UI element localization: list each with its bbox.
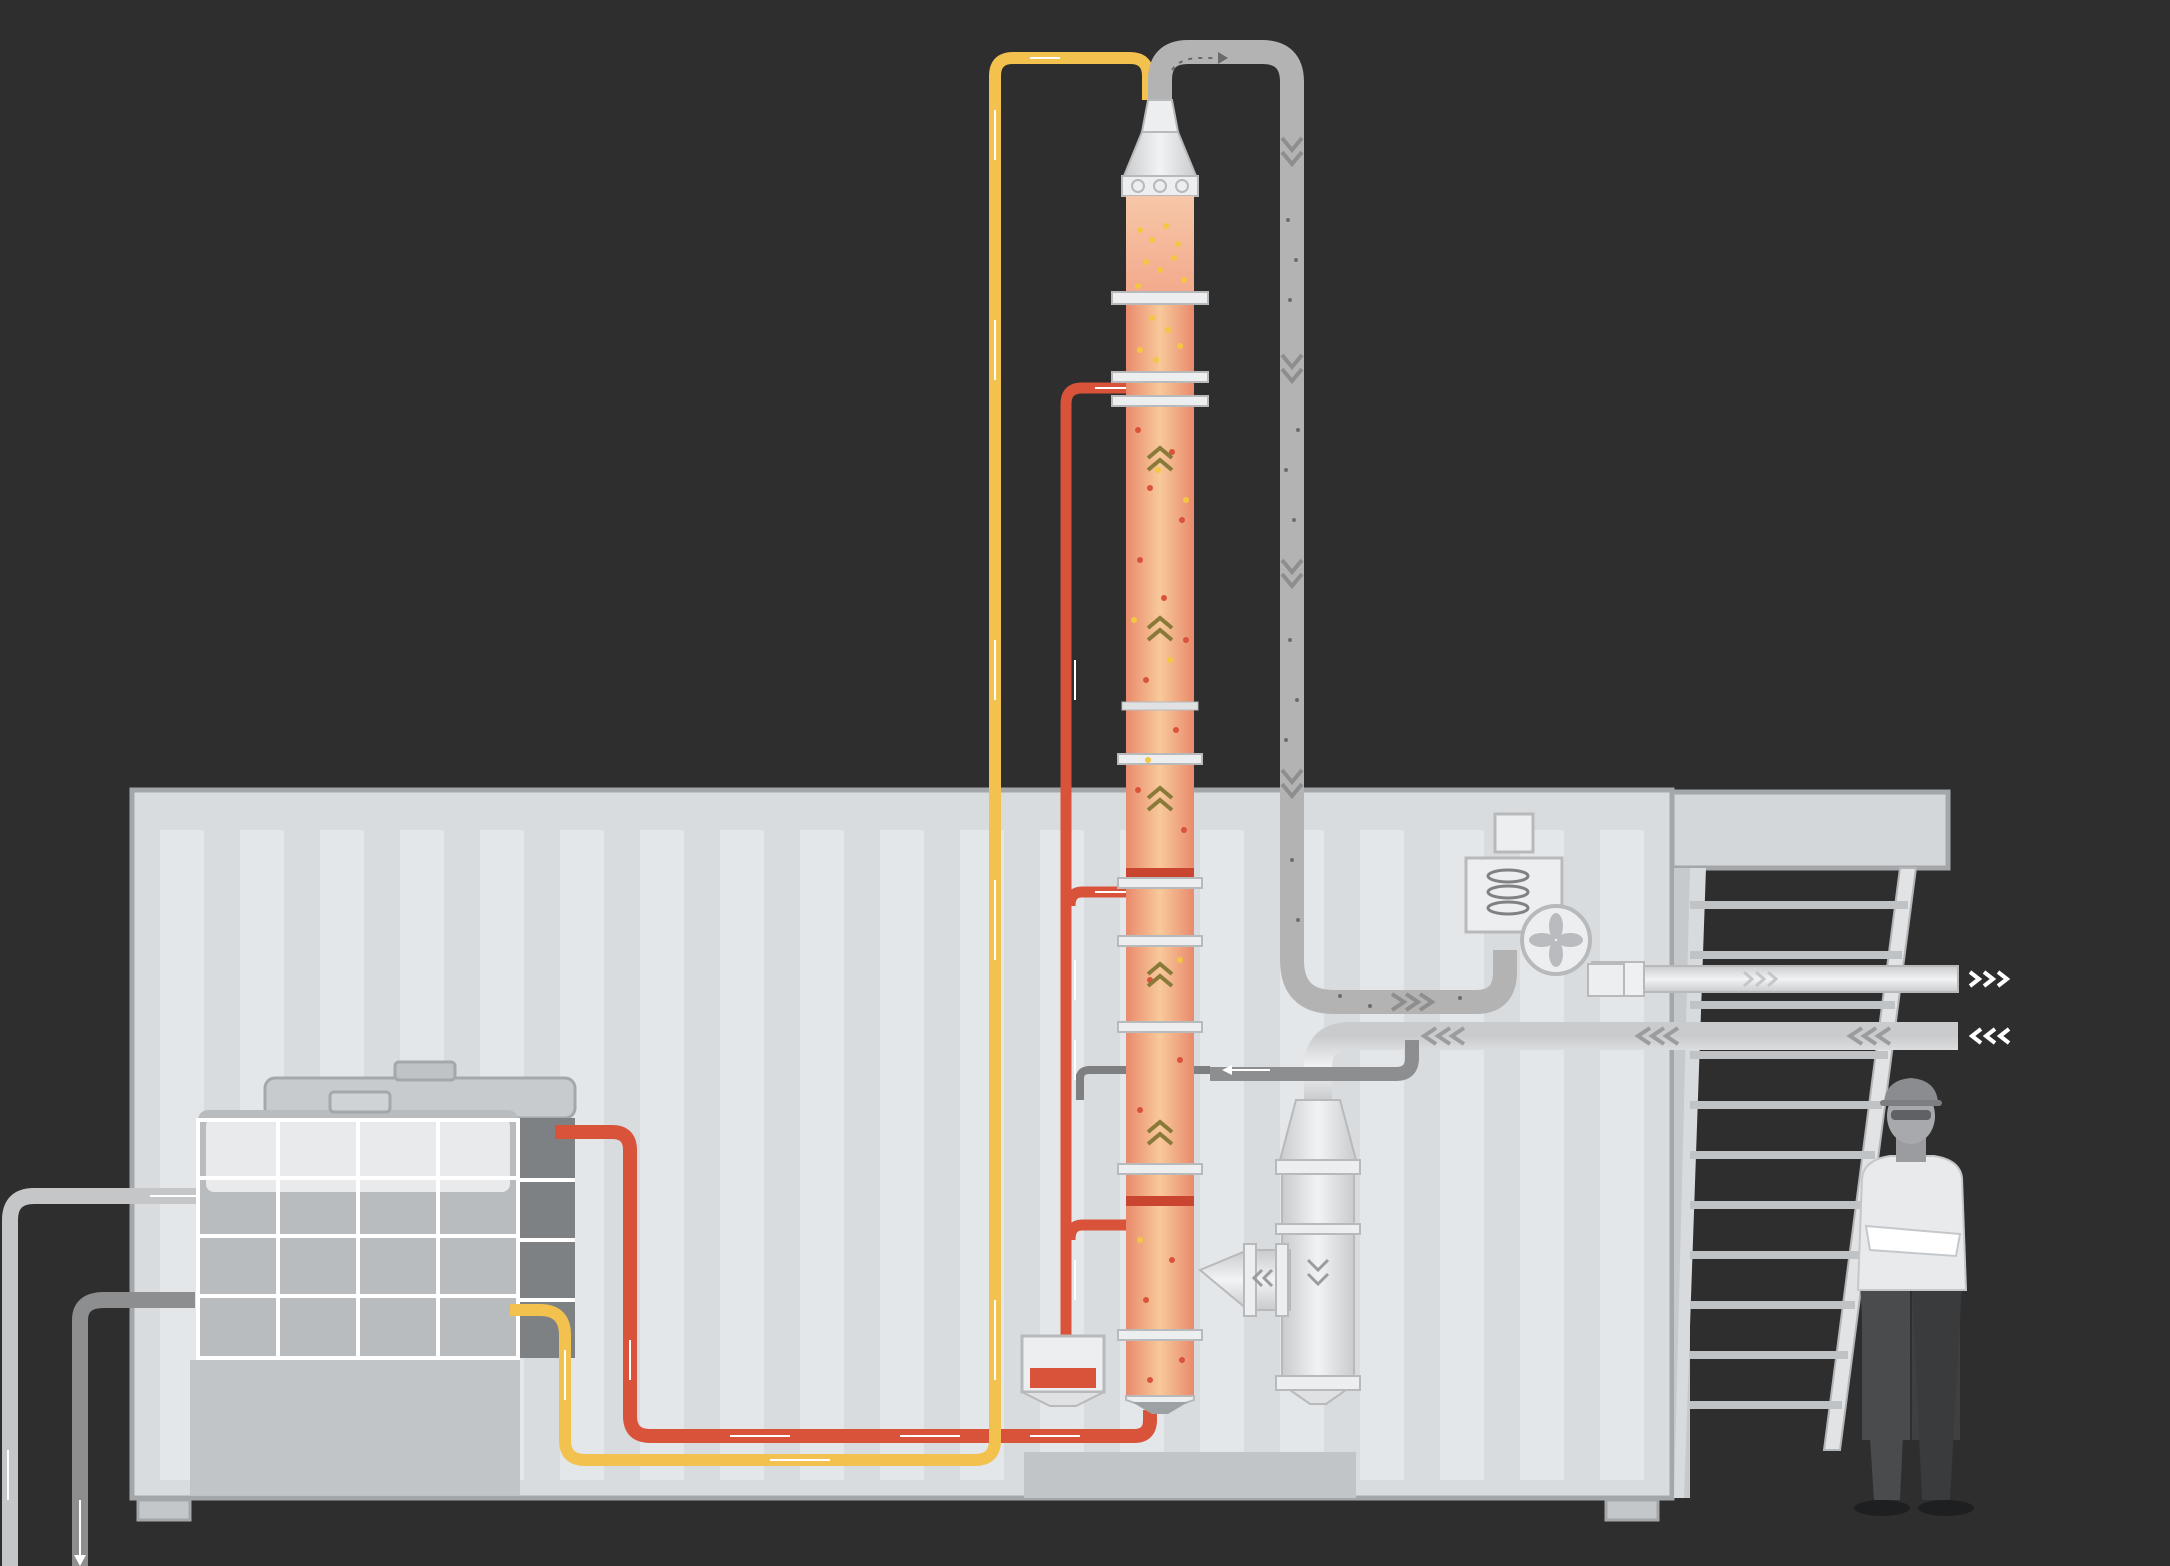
worker-figure: [1854, 1078, 1974, 1516]
inlet-arrow-icon: [1968, 1027, 2011, 1045]
fan-icon: [1520, 904, 1592, 976]
scrubber-column: [1111, 99, 1209, 1414]
inlet-gas-line: [1076, 1022, 1958, 1100]
arrow-down-icon: [74, 1555, 86, 1566]
pre-filter-unit: [1198, 1099, 1361, 1405]
person-icon: [1854, 1078, 1974, 1516]
arrow-left-icon: [1222, 1065, 1232, 1075]
outlet-arrow-icon: [1968, 970, 2011, 988]
exhaust-fan: [1464, 812, 1625, 997]
chevron-up-icon: [1146, 445, 1174, 1146]
exhaust-gas-line: [1148, 40, 1517, 1014]
dirty-liquid-lines: [555, 382, 1157, 1443]
ibc-tank: [196, 1060, 577, 1360]
feed-pipes: [2, 1188, 216, 1566]
clean-liquid-line: [510, 52, 1154, 1466]
sump-box: [1020, 1334, 1106, 1407]
